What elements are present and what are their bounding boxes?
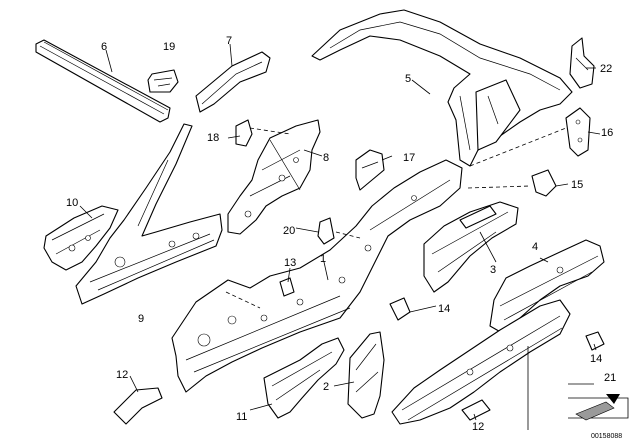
callout-7: 7 <box>226 35 232 47</box>
callout-22: 22 <box>600 63 612 75</box>
part-rear-sill-lower <box>391 299 571 425</box>
callout-8: 8 <box>323 152 329 164</box>
part-10-front-pillar-panel <box>43 205 119 271</box>
callout-14-middle: 14 <box>438 303 450 315</box>
diagram-code: 00158088 <box>591 433 622 440</box>
callout-15: 15 <box>571 179 583 191</box>
callout-19: 19 <box>163 41 175 53</box>
callout-5: 5 <box>405 73 411 85</box>
part-6-roof-frame-strip <box>35 39 171 123</box>
part-12-bracket-right <box>461 399 491 421</box>
callout-16: 16 <box>601 127 613 139</box>
callout-12-right: 12 <box>472 421 484 433</box>
part-13-bracket <box>279 277 295 297</box>
part-14-bracket-right <box>585 331 605 351</box>
part-12-bracket-left <box>113 387 163 425</box>
part-11-rocker-reinforcement <box>263 337 345 419</box>
callout-21: 21 <box>604 372 616 384</box>
callout-9: 9 <box>138 313 144 325</box>
part-21-symbol <box>568 394 629 421</box>
callout-13: 13 <box>284 257 296 269</box>
callout-18: 18 <box>207 132 219 144</box>
part-16-panel <box>565 107 591 157</box>
part-8-inner-panel <box>227 119 321 235</box>
callout-10: 10 <box>66 197 78 209</box>
callout-labels: 6 19 7 5 22 16 18 8 17 10 15 20 13 1 4 3… <box>66 35 616 433</box>
part-2-pillar-lower <box>347 331 385 419</box>
part-14-bracket-middle <box>389 297 411 321</box>
callout-1: 1 <box>320 253 326 265</box>
callout-6: 6 <box>101 41 107 53</box>
part-19-bracket <box>147 69 179 93</box>
part-17-bracket <box>355 149 385 191</box>
part-5-rear-side-frame <box>311 9 573 167</box>
part-3-wheelhouse <box>423 201 519 293</box>
part-20-bracket <box>317 217 335 245</box>
part-22-bracket <box>569 37 595 89</box>
part-18-bracket <box>235 119 253 147</box>
part-7-pillar-reinforcement <box>195 51 271 113</box>
callout-3: 3 <box>490 264 496 276</box>
part-9-side-frame <box>75 123 223 305</box>
callout-2: 2 <box>323 381 329 393</box>
callout-12-left: 12 <box>116 369 128 381</box>
leader-lines <box>79 43 601 430</box>
callout-17: 17 <box>403 152 415 164</box>
part-15-bracket <box>531 169 557 197</box>
assembly-dash-lines <box>225 127 567 309</box>
part-1-sill-assembly <box>171 159 463 393</box>
callout-20: 20 <box>283 225 295 237</box>
callout-4: 4 <box>532 241 538 253</box>
callout-11: 11 <box>236 411 247 423</box>
callout-14-right: 14 <box>590 353 602 365</box>
